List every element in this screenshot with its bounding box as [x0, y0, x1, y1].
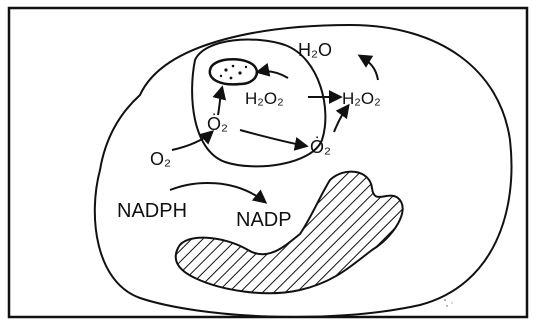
label-superoxide-inner: Ȯ₂: [207, 113, 228, 134]
arrow-superoxide-out: [239, 129, 309, 151]
bacterium-icon: [208, 57, 259, 86]
arrow-o2-to-superoxide: [171, 130, 215, 151]
label-nadph: NADPH: [117, 200, 187, 222]
arrow-superoxide-to-h2o2: [333, 103, 350, 133]
hatched-nucleus: [174, 170, 404, 295]
label-water: H₂O: [298, 40, 332, 60]
arrow-superoxide-to-bacterium: [212, 85, 227, 116]
label-h2o2-outer: H₂O₂: [342, 89, 381, 108]
label-oxygen: O₂: [150, 149, 171, 169]
label-superoxide-outer: Ȯ₂: [310, 136, 331, 157]
arrow-h2o2-to-water: [357, 54, 379, 81]
scan-specks: [444, 299, 453, 307]
bacterium-dots: [219, 64, 248, 80]
arrow-nadph-to-nadp: [169, 182, 268, 204]
label-nadp: NADP: [236, 209, 292, 231]
label-h2o2-inner: H₂O₂: [245, 89, 284, 108]
cell-membrane: [93, 23, 513, 318]
arrow-h2o2-to-bacterium: [255, 62, 289, 79]
